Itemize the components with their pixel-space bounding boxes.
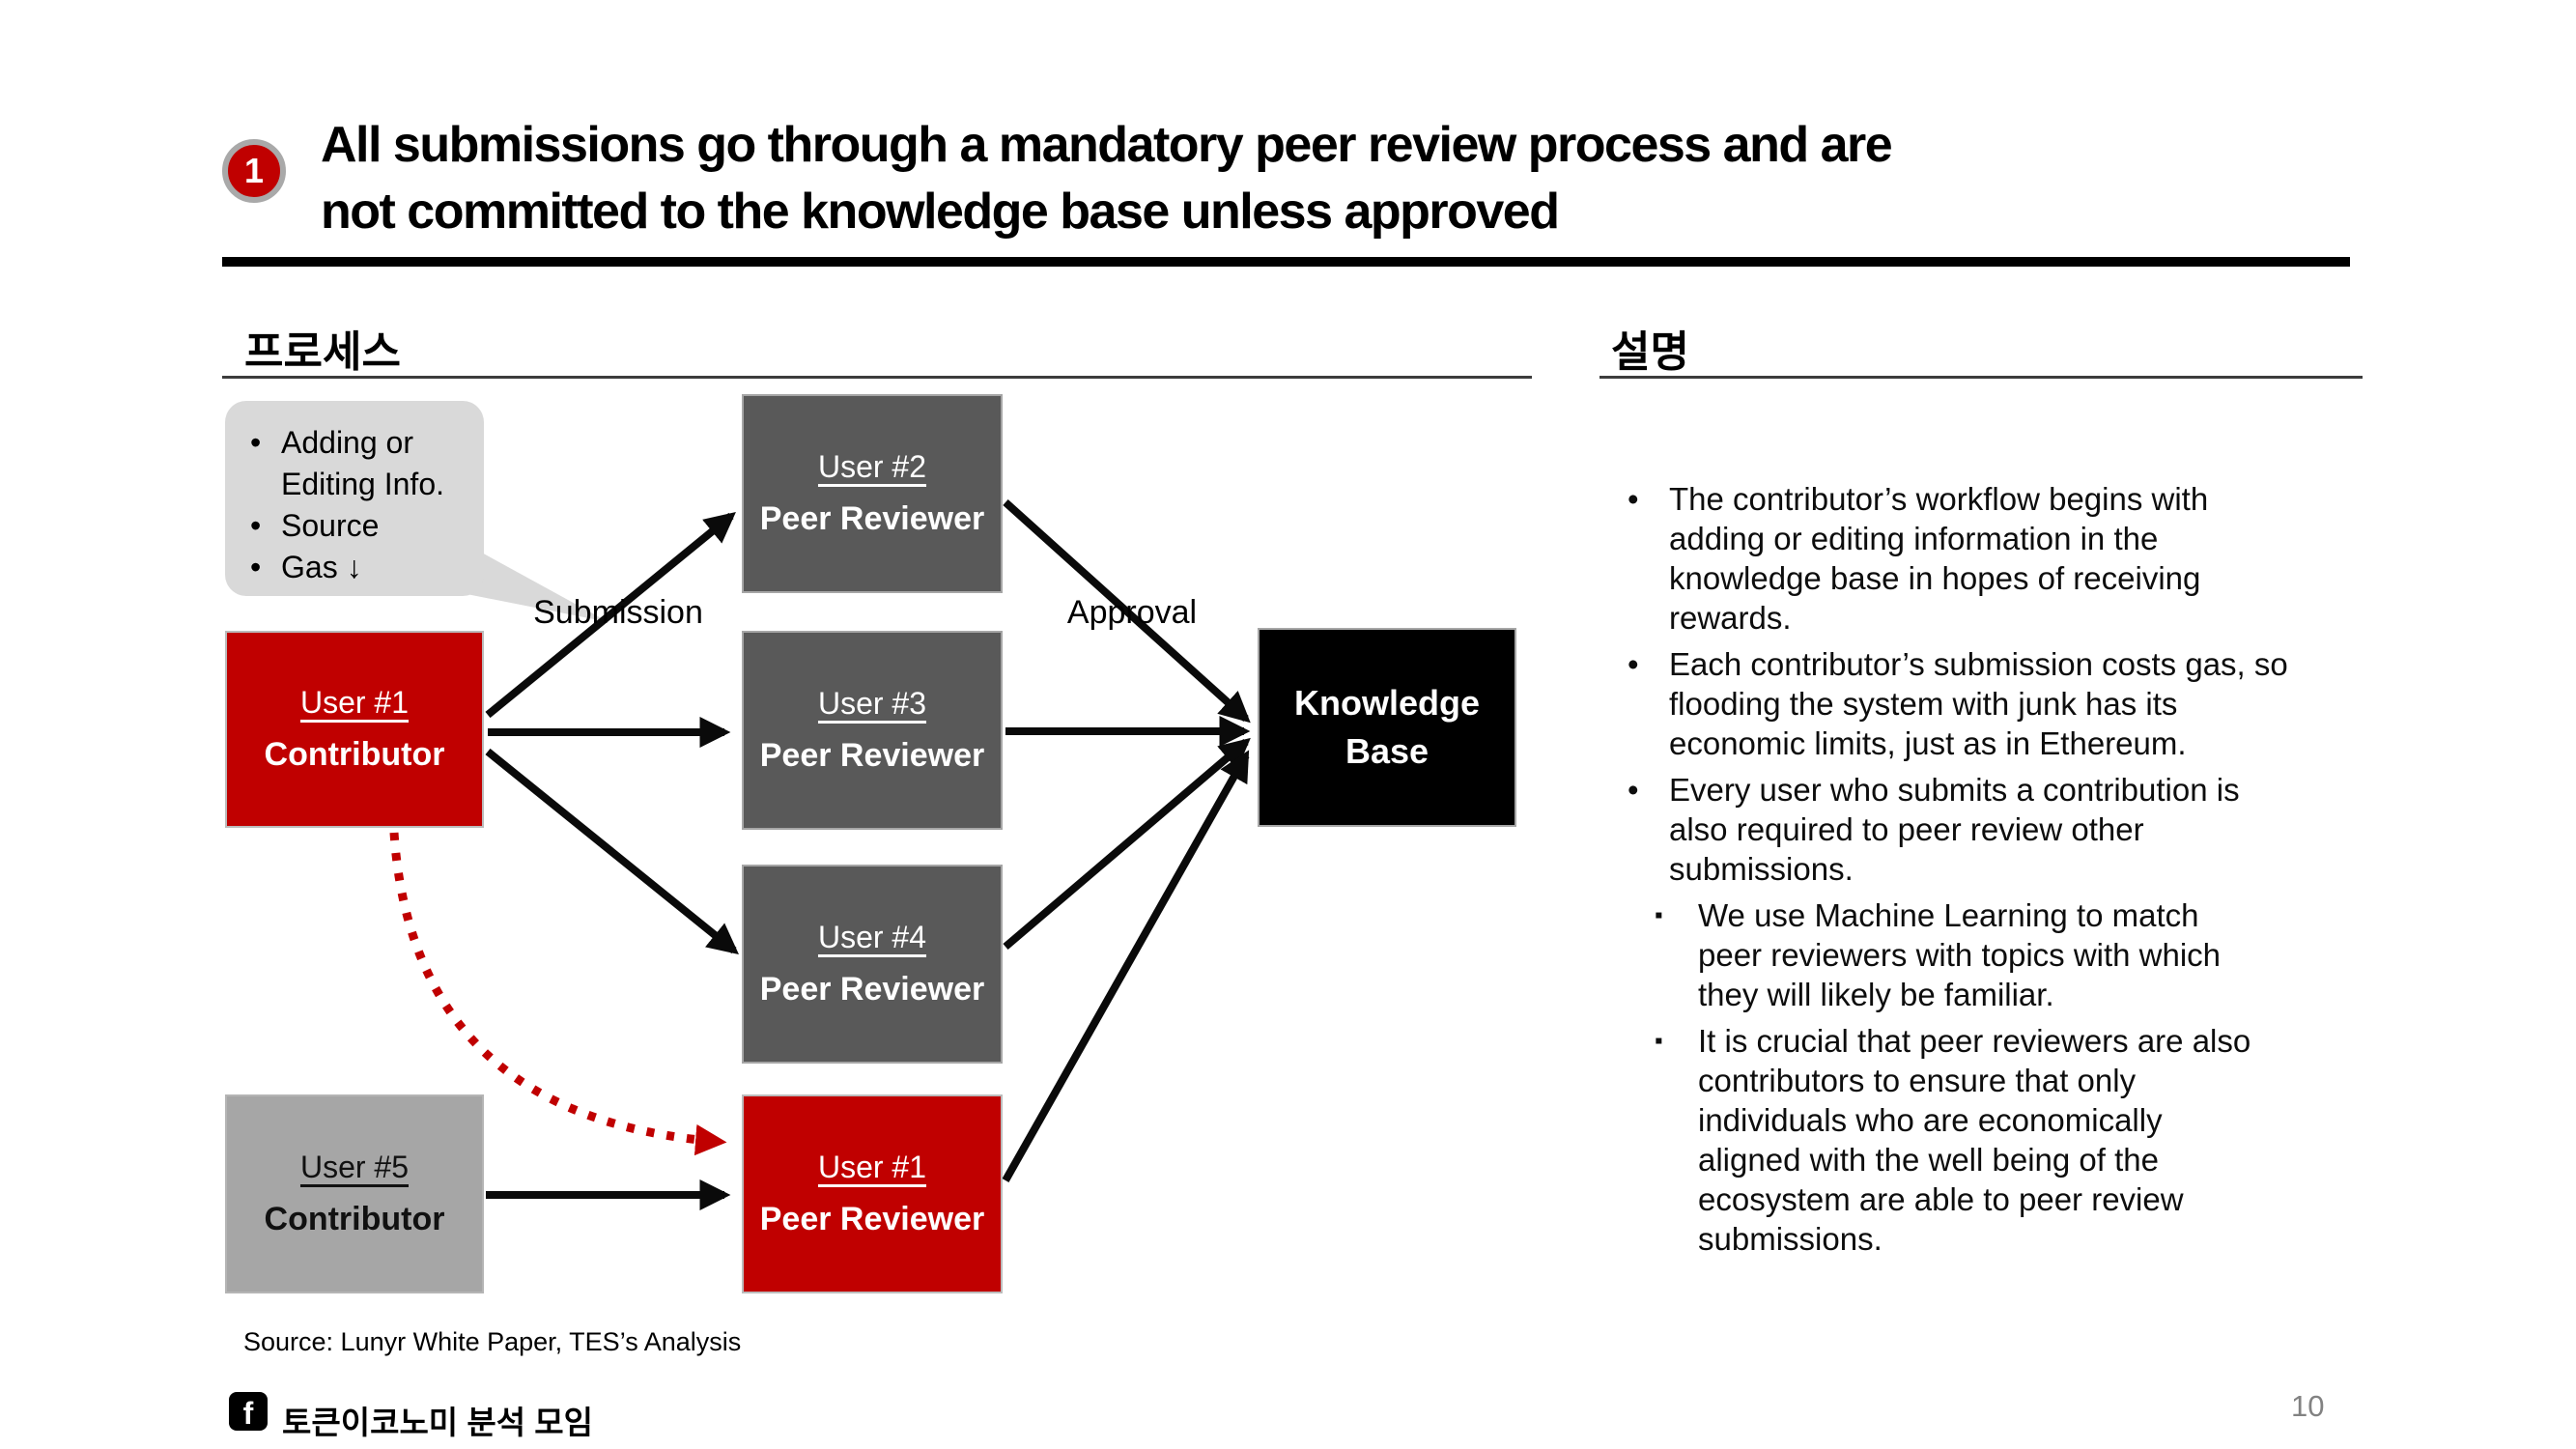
callout-bubble: Adding or Editing Info. Source Gas ↓ (225, 401, 484, 596)
callout-item: Source (244, 505, 470, 547)
facebook-icon: f (229, 1392, 268, 1431)
facebook-group-label: 토큰이코노미 분석 모임 (282, 1405, 593, 1440)
node-role: Contributor (264, 736, 445, 773)
approval-label: Approval (1066, 594, 1198, 631)
explanation-list: The contributor’s workflow begins with a… (1628, 479, 2342, 1265)
arrow-u4-to-kb (1003, 737, 1251, 951)
arrow-u1c-to-u4 (485, 748, 739, 955)
node-user4-peer-reviewer: User #4 Peer Reviewer (742, 865, 1003, 1064)
node-user3-peer-reviewer: User #3 Peer Reviewer (742, 631, 1003, 830)
facebook-icon-letter: f (242, 1396, 254, 1431)
explanation-bullet: Each contributor’s submission costs gas,… (1628, 644, 2297, 763)
callout-item: Adding or Editing Info. (244, 422, 470, 505)
arrow-u2-to-kb (1003, 499, 1251, 724)
node-role: Contributor (264, 1201, 445, 1237)
node-user5-contributor: User #5 Contributor (225, 1094, 484, 1293)
node-role: Peer Reviewer (759, 500, 985, 537)
explanation-bullet: The contributor’s workflow begins with a… (1628, 479, 2297, 638)
node-user1-contributor: User #1 Contributor (225, 631, 484, 828)
explanation-sub-bullet: We use Machine Learning to match peer re… (1628, 895, 2253, 1014)
node-role: Peer Reviewer (759, 971, 985, 1008)
explanation-heading-rule (1599, 376, 2363, 379)
explanation-sub-bullet: It is crucial that peer reviewers are al… (1628, 1021, 2253, 1259)
node-user2-peer-reviewer: User #2 Peer Reviewer (742, 394, 1003, 593)
node-user-id: User #1 (299, 685, 410, 720)
node-user-id: User #3 (817, 686, 927, 721)
slide-number-badge: 1 (222, 139, 286, 203)
source-note: Source: Lunyr White Paper, TES’s Analysi… (243, 1327, 742, 1356)
badge-number: 1 (243, 151, 265, 190)
knowledge-base-line1: Knowledge (1293, 683, 1480, 723)
page-number: 10 (2291, 1389, 2325, 1423)
node-user-id: User #5 (299, 1150, 410, 1184)
page-title: All submissions go through a mandatory p… (321, 117, 1893, 240)
process-heading-rule (222, 376, 1532, 379)
process-heading: 프로세스 (244, 328, 401, 376)
arrow-u1c-to-u2 (485, 511, 736, 719)
explanation-heading: 설명 (1611, 328, 1689, 376)
explanation-bullet: Every user who submits a contribution is… (1628, 770, 2297, 889)
knowledge-base-line2: Base (1345, 731, 1430, 771)
node-user-id: User #1 (817, 1150, 927, 1184)
node-user1-peer-reviewer: User #1 Peer Reviewer (742, 1094, 1003, 1293)
node-role: Peer Reviewer (759, 1201, 985, 1237)
node-user-id: User #2 (817, 449, 927, 484)
node-role: Peer Reviewer (759, 737, 985, 774)
submission-label: Submission (533, 594, 703, 631)
node-user-id: User #4 (817, 920, 927, 954)
dotted-arrow-u1c-to-u1pr (389, 832, 727, 1156)
callout-item: Gas ↓ (244, 547, 470, 588)
title-divider (222, 257, 2350, 267)
node-knowledge-base: Knowledge Base (1258, 628, 1516, 827)
arrow-u1pr-to-kb (1002, 750, 1250, 1182)
